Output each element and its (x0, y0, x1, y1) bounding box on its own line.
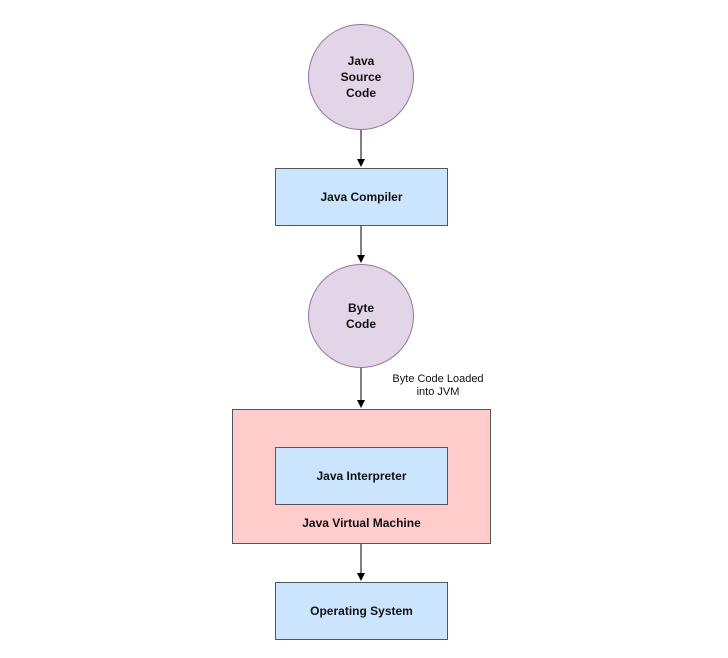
java-source-code-line-3: Code (346, 86, 376, 100)
java-virtual-machine-label: Java Virtual Machine (302, 516, 421, 530)
byte-code-loaded-line-1: Byte Code Loaded (392, 373, 484, 385)
java-interpreter-node: Java Interpreter (275, 447, 448, 505)
java-interpreter-label: Java Interpreter (316, 469, 407, 483)
byte-code-line-2: Code (346, 317, 376, 331)
java-compiler-label: Java Compiler (320, 190, 403, 204)
java-source-code-line-1: Java (347, 54, 375, 68)
operating-system-label: Operating System (310, 604, 413, 618)
byte-code-node: Byte Code (308, 264, 414, 368)
byte-code-loaded-line-2: into JVM (416, 386, 460, 398)
java-source-code-node: Java Source Code (308, 24, 414, 130)
java-compiler-node: Java Compiler (275, 168, 448, 226)
operating-system-node: Operating System (275, 582, 448, 640)
byte-code-loaded-label: Byte Code Loaded into JVM (380, 373, 496, 399)
byte-code-line-1: Byte (347, 301, 374, 315)
java-source-code-line-2: Source (340, 70, 382, 84)
